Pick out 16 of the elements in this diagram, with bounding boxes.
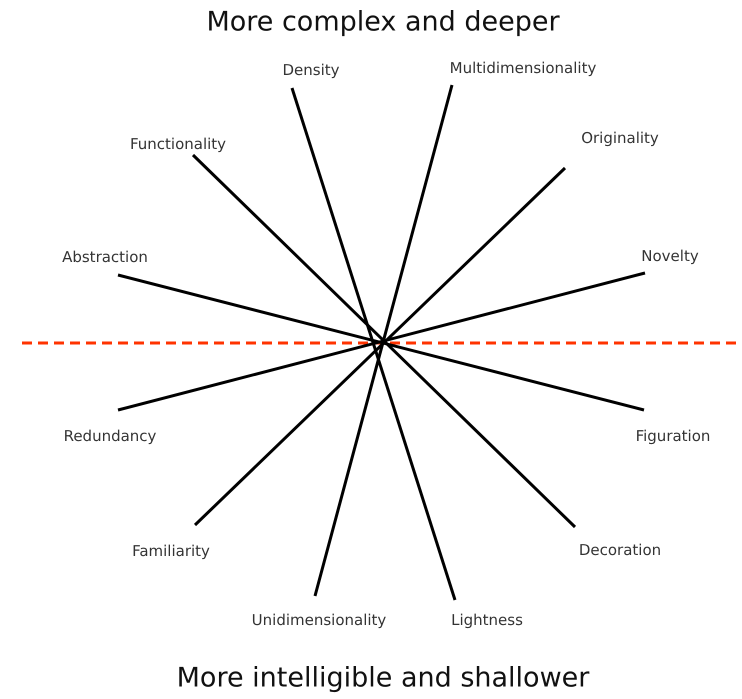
spoke-line xyxy=(314,84,454,596)
top-pole-heading: More complex and deeper xyxy=(206,6,560,38)
spoke-line xyxy=(290,88,456,600)
axis-label: Unidimensionality xyxy=(252,611,386,629)
bottom-pole-heading: More intelligible and shallower xyxy=(176,662,590,694)
axis-label: Novelty xyxy=(641,247,699,265)
axis-label: Originality xyxy=(581,129,659,147)
axis-label: Multidimensionality xyxy=(450,59,596,77)
axis-label: Figuration xyxy=(636,427,710,445)
axis-label: Redundancy xyxy=(64,427,156,445)
axis-label: Density xyxy=(282,61,340,79)
axis-label: Abstraction xyxy=(62,248,148,266)
axis-label: Functionality xyxy=(130,135,226,153)
axis-label: Familiarity xyxy=(132,542,210,560)
axis-label: Decoration xyxy=(578,541,662,559)
axis-label: Lightness xyxy=(451,611,523,629)
